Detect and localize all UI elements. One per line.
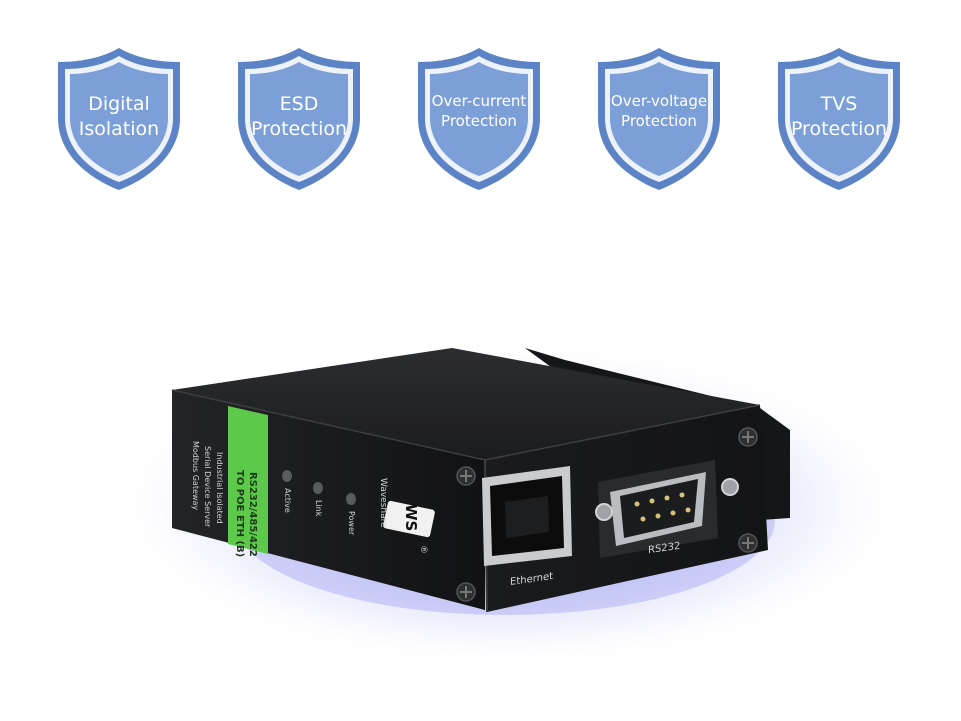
model-label-strip <box>228 406 268 554</box>
led-link-label: Link <box>314 500 323 517</box>
screw-icon <box>738 427 758 447</box>
led-power-label: Power <box>347 511 356 536</box>
shield-icon <box>58 48 180 190</box>
feature-label-line1: Digital <box>88 93 150 115</box>
feature-label-line2: Protection <box>441 111 517 130</box>
feature-label-line2: Isolation <box>78 117 160 140</box>
product-photo: RS232/485/422 TO POE ETH (B) Industrial … <box>0 220 961 721</box>
device-top <box>172 348 760 460</box>
shield-icon <box>238 48 360 190</box>
model-name-line2: TO POE ETH (B) <box>234 470 245 558</box>
device-description-line1: Industrial Isolated <box>215 452 224 524</box>
feature-label-line1: TVS <box>820 93 858 115</box>
led-power <box>346 493 356 505</box>
shield-icon <box>598 48 720 190</box>
shield-icon <box>778 48 900 190</box>
led-active-label: Active <box>283 488 292 513</box>
ethernet-port <box>482 466 572 566</box>
brand-name: Waveshare <box>378 478 388 528</box>
registered-mark: ® <box>418 545 428 554</box>
device-illustration <box>105 340 915 670</box>
feature-label-line1: ESD <box>279 93 319 115</box>
screw-icon <box>456 582 476 602</box>
device-description-line2: Serial Device Server <box>203 446 212 528</box>
model-name-line1: RS232/485/422 <box>247 472 258 557</box>
screw-icon <box>738 533 758 553</box>
shield-icon <box>418 48 540 190</box>
feature-label-line2: Protection <box>790 117 888 140</box>
screw-icon <box>456 466 476 486</box>
brand-logo-icon <box>383 500 435 538</box>
feature-label-line2: Protection <box>250 117 348 140</box>
db9-connector <box>595 460 739 558</box>
feature-label-line1: Over-current <box>431 92 527 110</box>
feature-label-line2: Protection <box>621 111 697 130</box>
led-active <box>282 470 292 482</box>
led-link <box>313 482 323 494</box>
brand-logo-mark: WS <box>402 504 420 532</box>
feature-label-line1: Over-voltage <box>610 92 708 110</box>
device-description-line3: Modbus Gateway <box>191 441 200 511</box>
